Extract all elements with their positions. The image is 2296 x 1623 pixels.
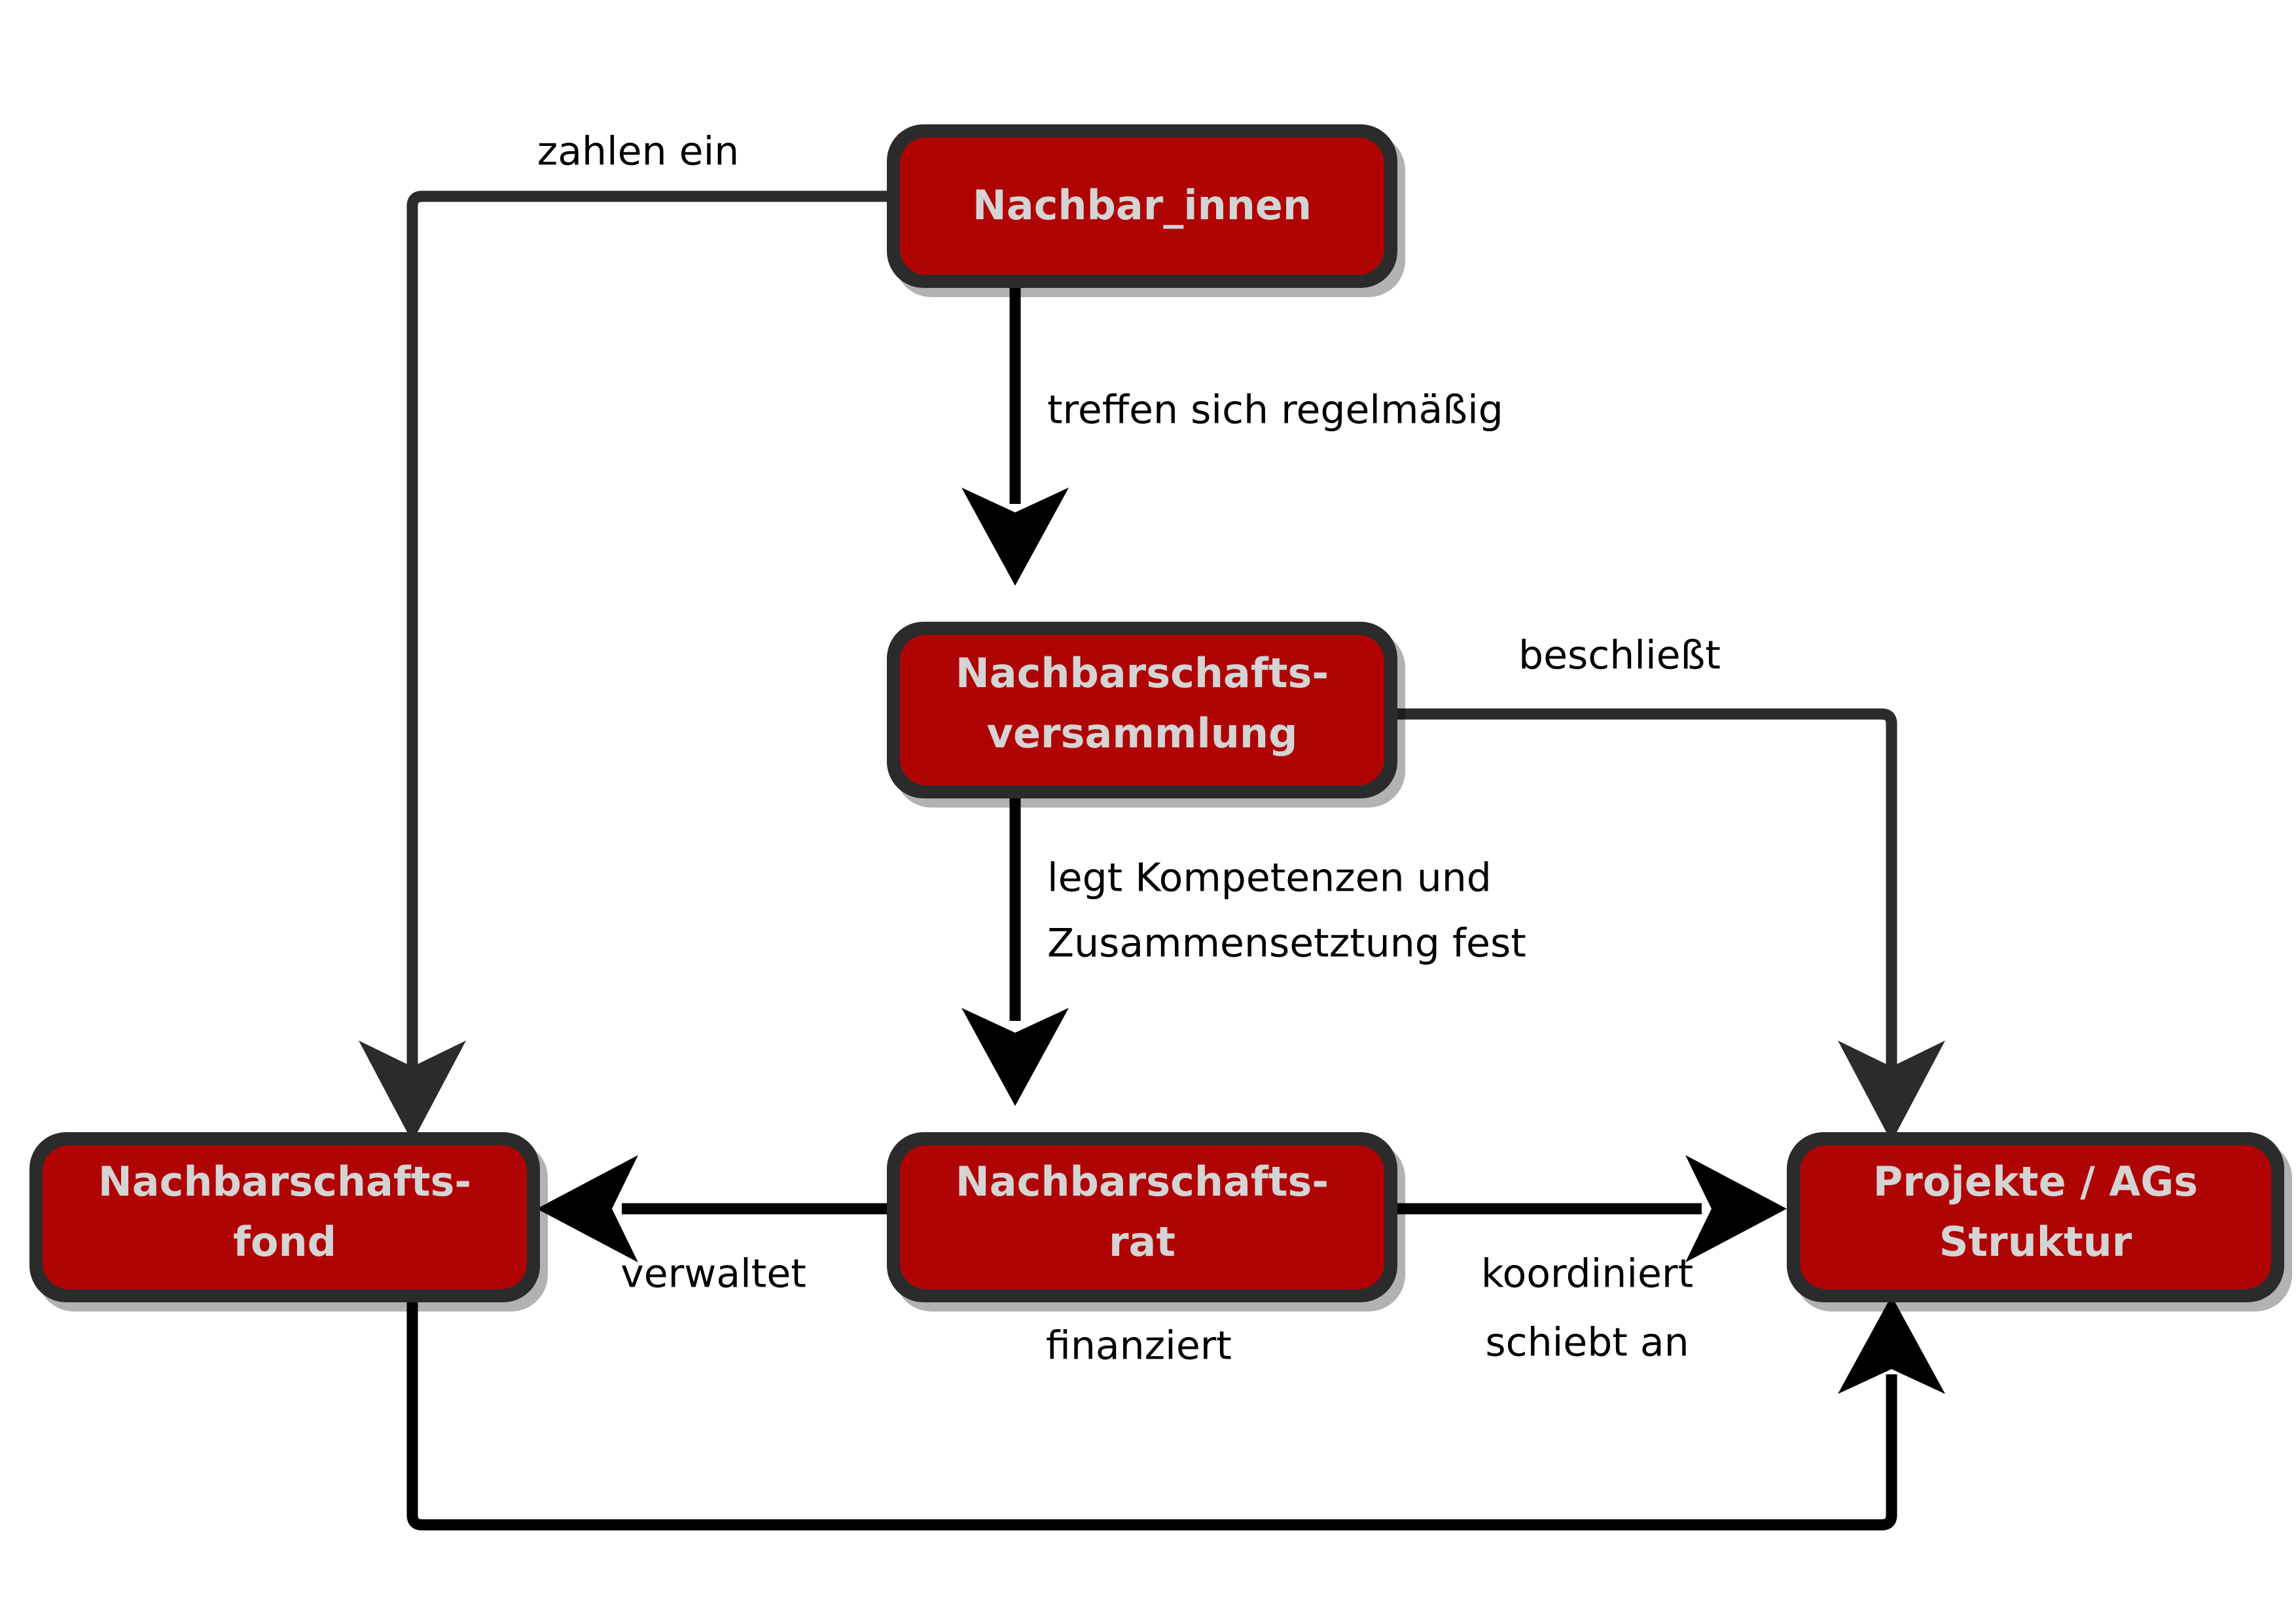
node-nachbarschaftsfond[interactable]: Nachbarschafts- fond: [29, 1132, 548, 1311]
edge-label-verwaltet: verwaltet: [620, 1251, 806, 1297]
node-projekte-ags-struktur-label-line1: Projekte / AGs: [1873, 1158, 2198, 1205]
node-nachbar-innen-fill: [900, 137, 1384, 275]
node-nachbarschaftsfond-fill: [43, 1145, 527, 1289]
edge-label-finanziert: finanziert: [1046, 1323, 1232, 1369]
edge-label-zahlen-ein: zahlen ein: [537, 129, 740, 175]
edge-label-legt-kompetenzen-line2: Zusammensetztung fest: [1047, 921, 1526, 967]
edge-zahlen-ein: [359, 190, 887, 1142]
edge-verwaltet-arrowhead: [537, 1155, 638, 1262]
node-nachbarschaftsrat-label-line1: Nachbarschafts-: [956, 1158, 1329, 1205]
edge-beschliesst-arrowhead: [1838, 1041, 1945, 1142]
edge-treffen-arrowhead: [961, 488, 1069, 586]
edge-legt-kompetenzen: [961, 798, 1069, 1106]
node-projekte-ags-struktur[interactable]: Projekte / AGs Struktur: [1787, 1132, 2292, 1311]
edge-label-schiebt-an: schiebt an: [1485, 1320, 1689, 1366]
edge-beschliesst: [1397, 708, 1945, 1142]
edge-zahlen-ein-line: [406, 190, 887, 1073]
node-nachbarschaftsversammlung-label-line1: Nachbarschafts-: [956, 649, 1329, 697]
edge-legt-kompetenzen-arrowhead: [961, 1008, 1069, 1106]
node-nachbar-innen[interactable]: Nachbar_innen: [887, 124, 1405, 297]
node-nachbarschaftsfond-label-line2: fond: [233, 1218, 336, 1266]
edge-label-koordiniert: koordiniert: [1481, 1251, 1693, 1297]
edge-fond-to-projekte-arrowhead: [1838, 1296, 1945, 1394]
edge-beschliesst-line: [1397, 708, 1897, 1073]
edge-zahlen-ein-arrowhead: [359, 1041, 466, 1142]
edge-fond-to-projekte-line: [406, 1302, 1897, 1531]
node-nachbarschaftsrat[interactable]: Nachbarschafts- rat: [887, 1132, 1405, 1311]
edge-label-beschliesst: beschließt: [1518, 633, 1721, 679]
edge-treffen-sich-regelmaessig: [961, 288, 1069, 586]
node-nachbarschaftsversammlung[interactable]: Nachbarschafts- versammlung: [887, 622, 1405, 808]
node-nachbarschaftsrat-fill: [900, 1145, 1384, 1289]
node-nachbarschaftsversammlung-label-line2: versammlung: [987, 709, 1298, 757]
edge-label-legt-kompetenzen-line1: legt Kompetenzen und: [1047, 855, 1492, 901]
edge-fond-to-projekte: [406, 1296, 1945, 1531]
node-nachbar-innen-label: Nachbar_innen: [973, 181, 1312, 229]
node-projekte-ags-struktur-fill: [1800, 1145, 2271, 1289]
edge-koordiniert-schiebt-an: [1397, 1155, 1787, 1262]
edge-verwaltet: [537, 1155, 887, 1262]
node-nachbarschaftsversammlung-fill: [900, 635, 1384, 785]
edge-label-treffen-sich-regelmaessig: treffen sich regelmäßig: [1047, 387, 1503, 433]
edge-koordiniert-arrowhead: [1685, 1155, 1787, 1262]
node-projekte-ags-struktur-label-line2: Struktur: [1939, 1218, 2132, 1266]
node-nachbarschaftsrat-label-line2: rat: [1109, 1218, 1175, 1266]
node-nachbarschaftsfond-label-line1: Nachbarschafts-: [98, 1158, 471, 1205]
